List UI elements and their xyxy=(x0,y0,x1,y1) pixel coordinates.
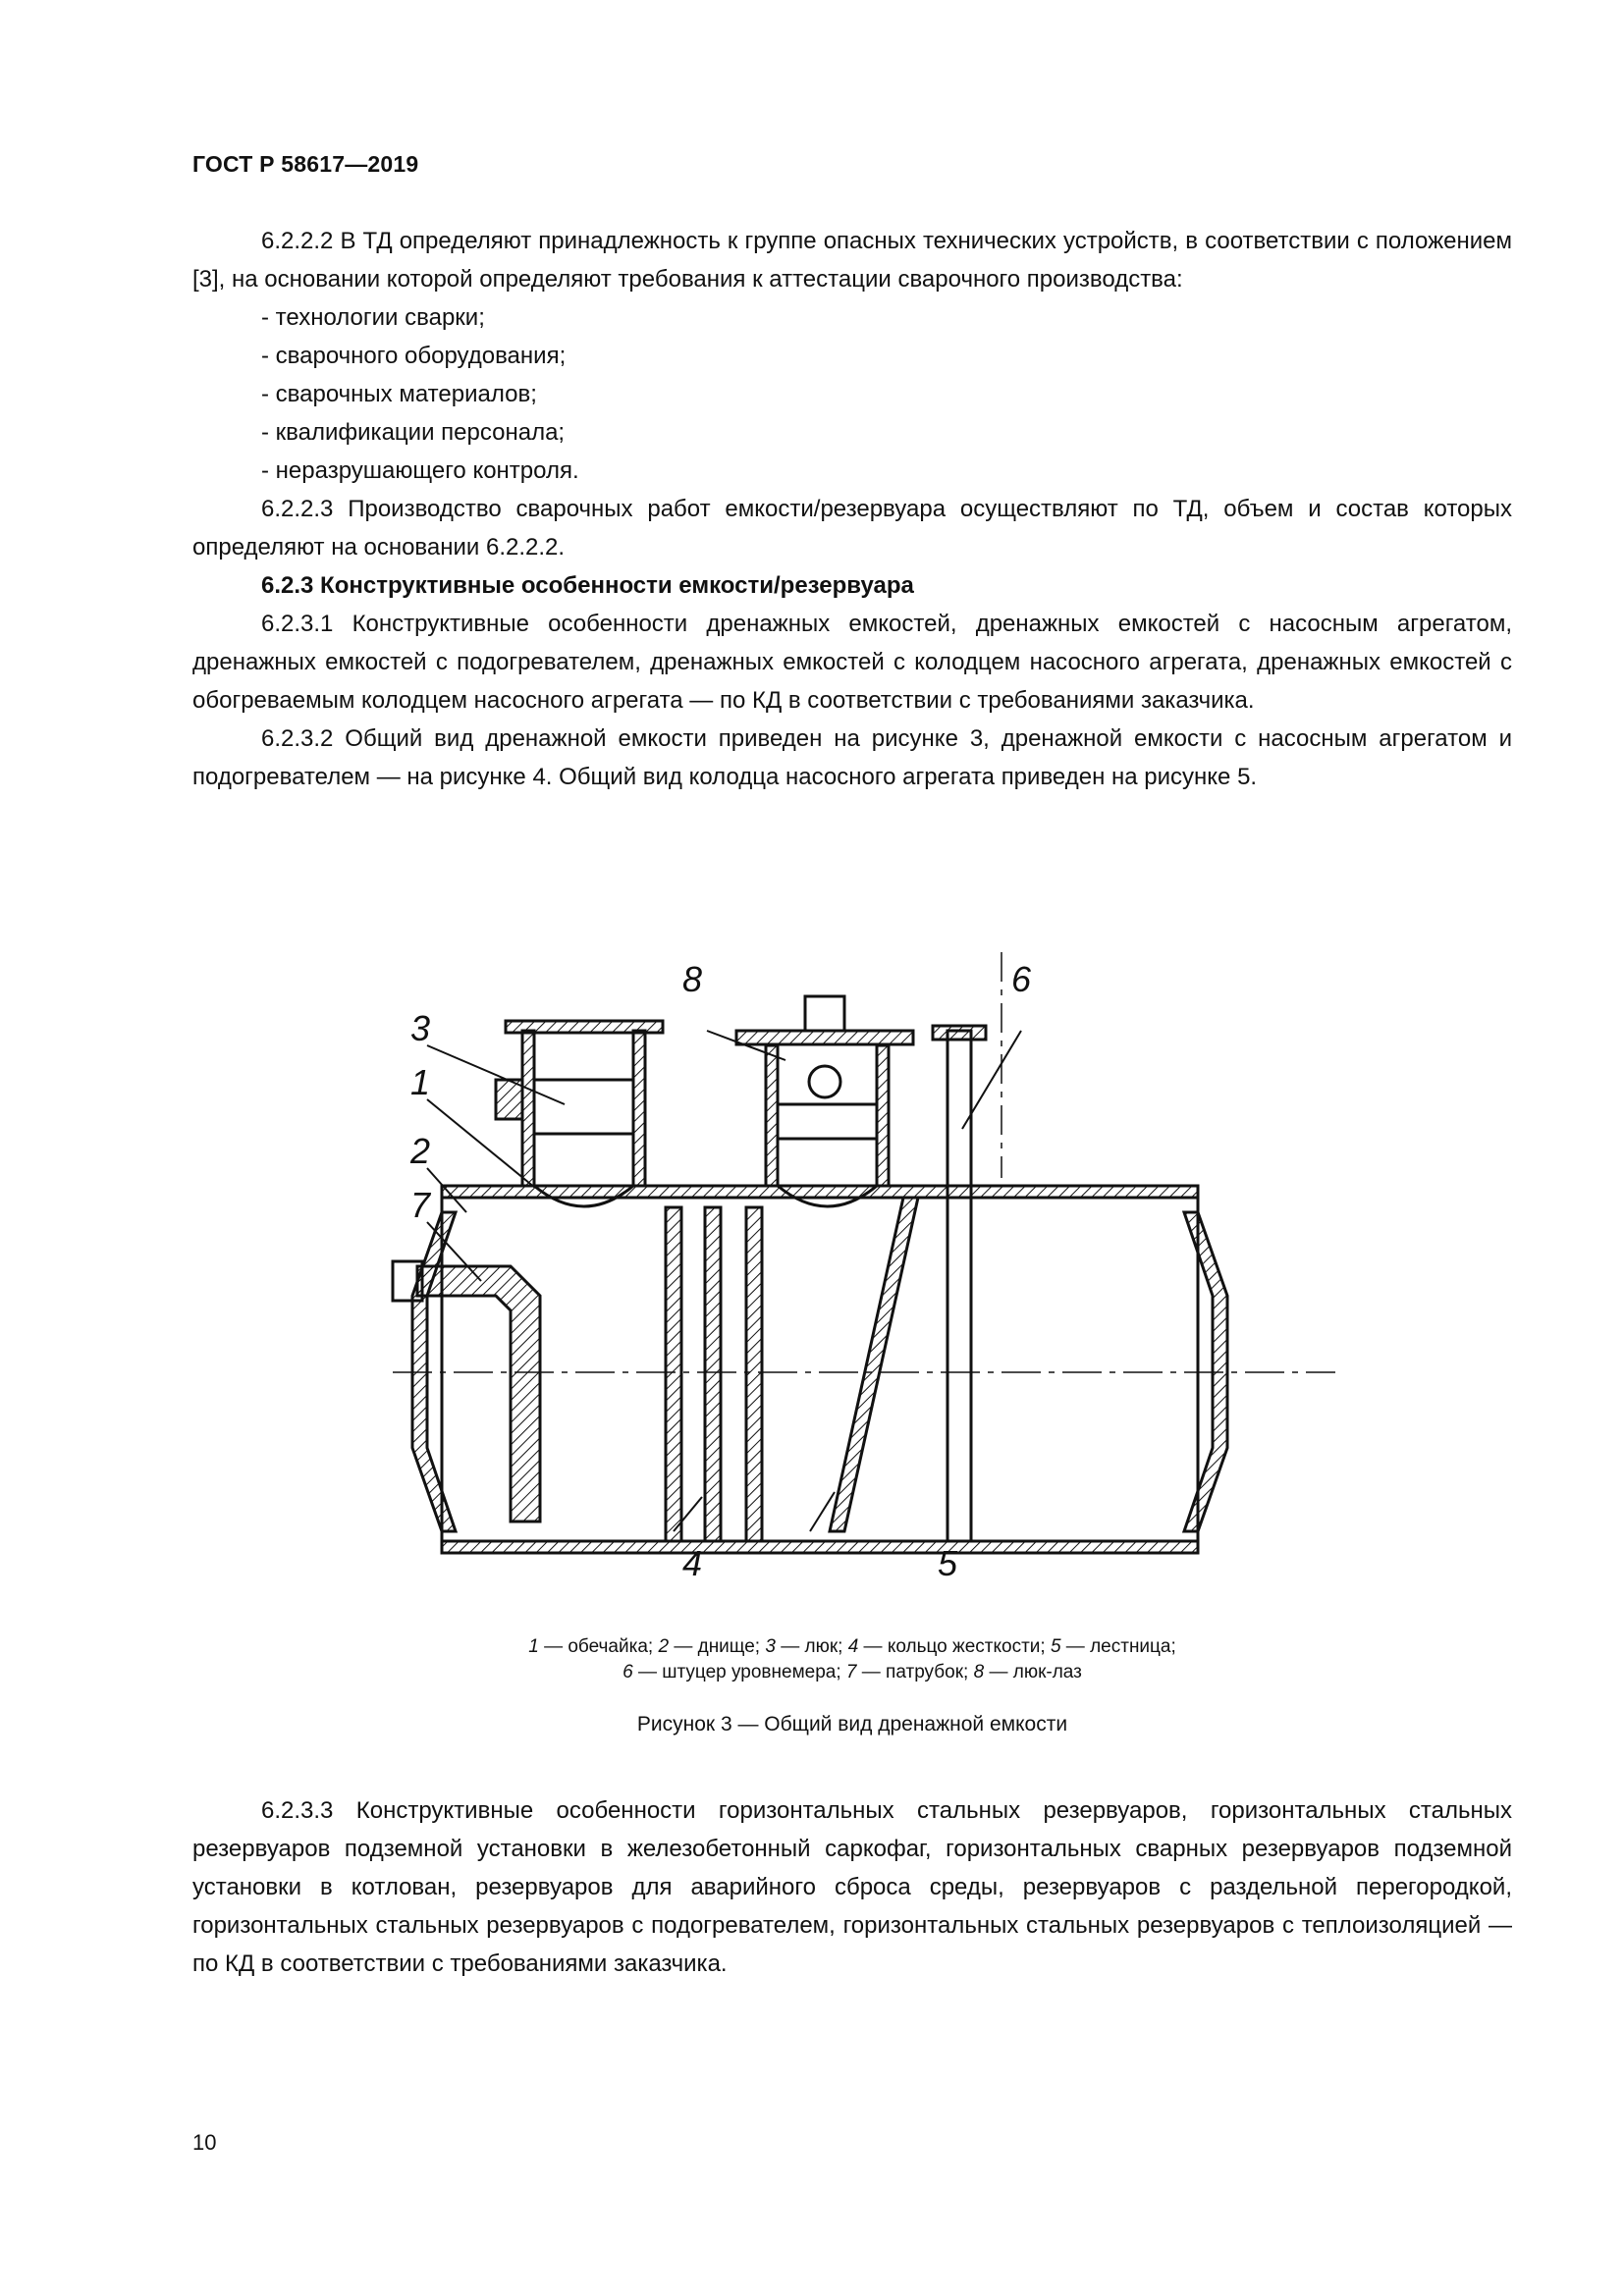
callout-3: 3 xyxy=(410,1008,430,1048)
callout-8: 8 xyxy=(682,959,702,999)
document-header: ГОСТ Р 58617—2019 xyxy=(192,151,419,177)
ladder xyxy=(828,1196,920,1533)
legend-text: — люк-лаз xyxy=(984,1662,1082,1682)
nozzle xyxy=(415,1264,542,1523)
figure-drainage-tank: 3 1 2 7 8 6 4 5 xyxy=(391,952,1335,1580)
legend-num: 4 xyxy=(847,1636,859,1657)
list-item: - сварочных материалов; xyxy=(261,381,537,407)
list-item: - квалификации персонала; xyxy=(261,419,566,446)
callout-7: 7 xyxy=(410,1185,432,1225)
manhole-flange xyxy=(734,1029,915,1046)
right-head xyxy=(1181,1210,1229,1533)
body-bottom: 6.2.3.3 Конструктивные особенности гориз… xyxy=(192,1791,1512,1983)
legend-num: 6 xyxy=(623,1662,633,1682)
legend-num: 8 xyxy=(973,1662,985,1682)
legend-num: 7 xyxy=(845,1662,857,1682)
list-item: - сварочного оборудования; xyxy=(261,343,567,369)
paragraph-6-2-2-3: 6.2.2.3 Производство сварочных работ емк… xyxy=(192,496,1512,561)
list-item: - неразрушающего контроля. xyxy=(261,457,579,484)
callout-2: 2 xyxy=(409,1131,430,1171)
paragraph-6-2-2-2: 6.2.2.2 В ТД определяют принадлежность к… xyxy=(192,228,1512,293)
legend-num: 5 xyxy=(1050,1636,1061,1657)
figure-legend: 1 — обечайка; 2 — днище; 3 — люк; 4 — ко… xyxy=(192,1634,1512,1685)
legend-text: — штуцер уровнемера; xyxy=(632,1662,846,1682)
shell-bottom xyxy=(440,1539,1200,1555)
legend-text: — обечайка; xyxy=(538,1636,659,1657)
callout-4: 4 xyxy=(682,1543,702,1580)
section-heading-6-2-3: 6.2.3 Конструктивные особенности емкости… xyxy=(261,572,914,599)
body-top: 6.2.2.2 В ТД определяют принадлежность к… xyxy=(192,222,1512,796)
legend-text: — кольцо жесткости; xyxy=(858,1636,1051,1657)
stiffening-ring xyxy=(703,1205,723,1543)
stiffening-ring xyxy=(744,1205,764,1543)
paragraph-6-2-3-2: 6.2.3.2 Общий вид дренажной емкости прив… xyxy=(192,725,1512,790)
level-gauge-nozzle xyxy=(946,1029,973,1543)
legend-text: — патрубок; xyxy=(856,1662,974,1682)
legend-num: 3 xyxy=(765,1636,776,1657)
callout-6: 6 xyxy=(1011,959,1032,999)
figure-caption: Рисунок 3 — Общий вид дренажной емкости xyxy=(636,1713,1068,1735)
stiffening-ring xyxy=(664,1205,683,1543)
callout-5: 5 xyxy=(938,1543,958,1580)
legend-num: 1 xyxy=(528,1636,539,1657)
legend-num: 2 xyxy=(658,1636,670,1657)
callout-1: 1 xyxy=(410,1062,430,1102)
paragraph-6-2-3-3: 6.2.3.3 Конструктивные особенности гориз… xyxy=(192,1797,1512,1977)
hatch-flange xyxy=(504,1019,665,1035)
shell-top xyxy=(440,1184,1200,1200)
page-number: 10 xyxy=(192,2130,217,2155)
legend-text: — лестница; xyxy=(1060,1636,1176,1657)
legend-text: — днище; xyxy=(669,1636,766,1657)
list-item: - технологии сварки; xyxy=(261,304,485,331)
paragraph-6-2-3-1: 6.2.3.1 Конструктивные особенности дрена… xyxy=(192,611,1512,714)
legend-text: — люк; xyxy=(775,1636,848,1657)
legend-line-2: 6 — штуцер уровнемера; 7 — патрубок; 8 —… xyxy=(192,1660,1512,1685)
legend-line-1: 1 — обечайка; 2 — днище; 3 — люк; 4 — ко… xyxy=(192,1634,1512,1660)
